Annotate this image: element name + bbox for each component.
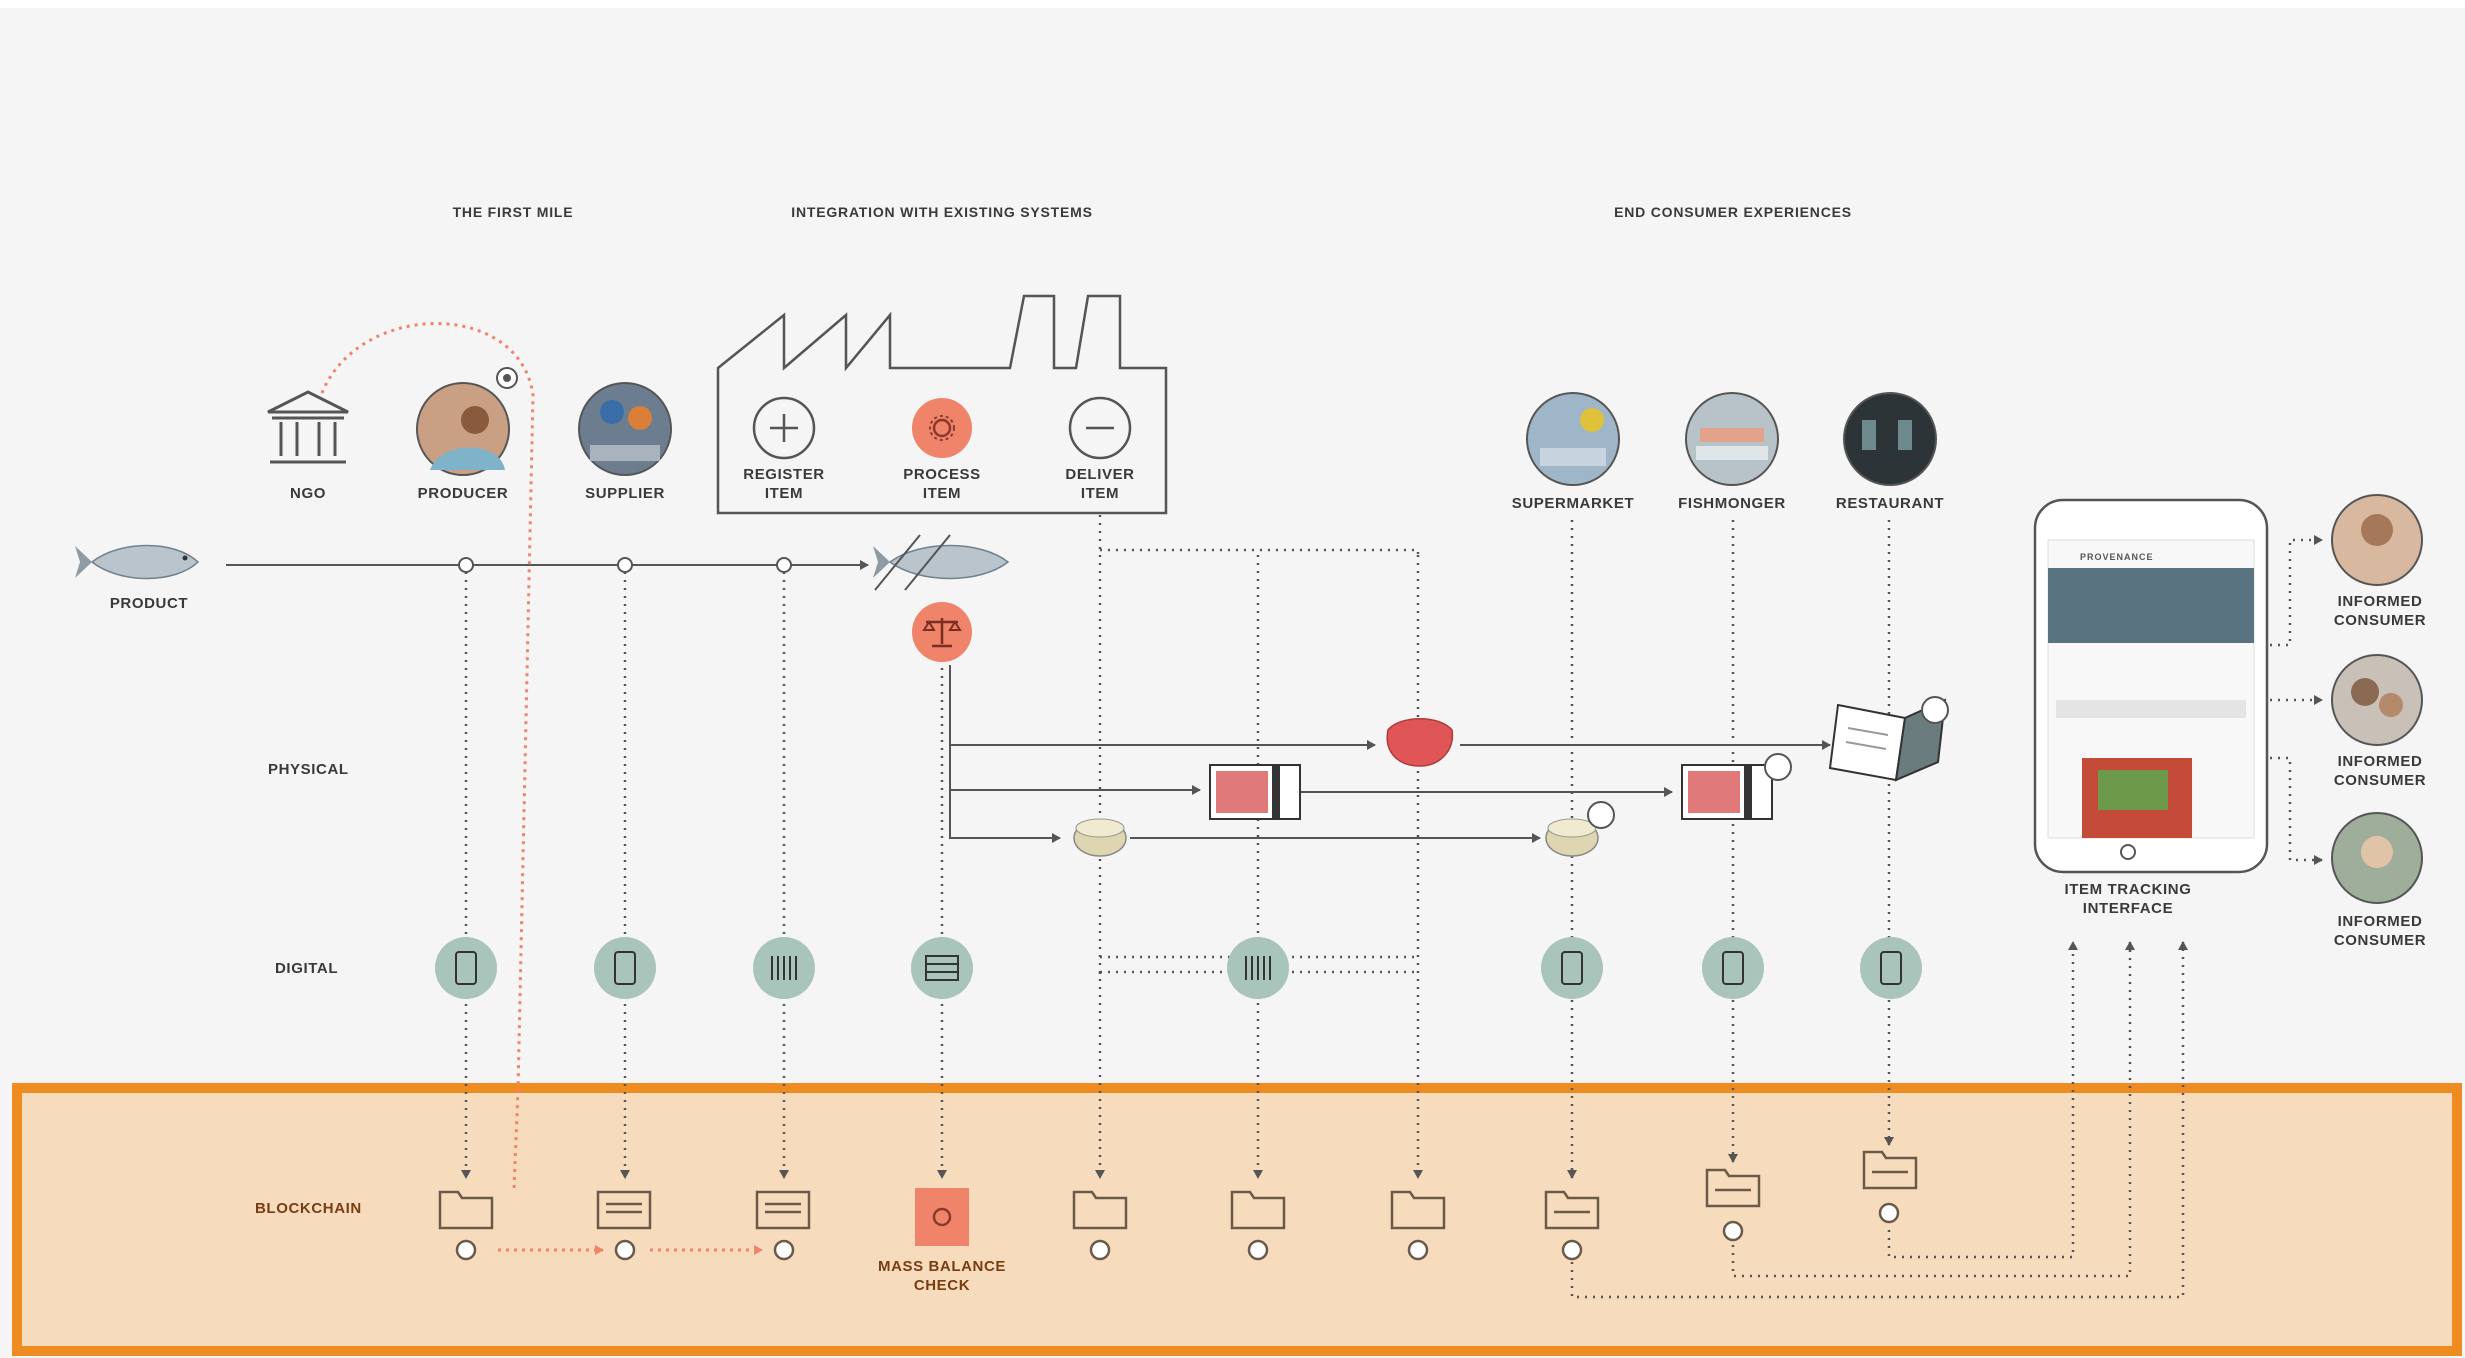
tin-can-icon-2 — [1545, 818, 1599, 857]
label-item-tracking: ITEM TRACKING INTERFACE — [2064, 881, 2192, 917]
label-consumer-3: INFORMED CONSUMER — [2333, 913, 2427, 949]
consumer-photos — [2331, 494, 2423, 904]
tuna-steak-icon — [1386, 718, 1454, 767]
label-process-item: PROCESS ITEM — [903, 466, 981, 502]
packaged-fish-icon — [1209, 764, 1301, 820]
fishmonger-photo — [1685, 392, 1779, 486]
label-product: PRODUCT — [109, 595, 189, 612]
label-ngo: NGO — [290, 485, 326, 502]
section-end-consumer: END CONSUMER EXPERIENCES — [1614, 204, 1852, 220]
row-label-physical: PHYSICAL — [268, 761, 349, 778]
top-band — [0, 0, 2465, 8]
label-producer: PRODUCER — [417, 485, 509, 502]
producer-photo — [416, 382, 510, 476]
digital-to-blockchain-links — [461, 515, 1894, 1179]
producer-node — [458, 557, 474, 573]
minus-icon — [1068, 396, 1132, 460]
fish-icon — [75, 544, 200, 580]
label-consumer-1: INFORMED CONSUMER — [2333, 593, 2427, 629]
ledger-folders — [438, 1150, 1918, 1230]
phone-mockup — [2033, 498, 2269, 874]
scale-icon — [912, 602, 972, 662]
cert-badge-icon — [496, 367, 518, 389]
register-node — [776, 557, 792, 573]
phone-brand: PROVENANCE — [2080, 552, 2154, 562]
label-supermarket: SUPERMARKET — [1511, 495, 1635, 512]
restaurant-photo — [1843, 392, 1937, 486]
gear-icon — [912, 398, 972, 458]
label-supplier: SUPPLIER — [585, 485, 665, 502]
blockchain-band — [12, 1083, 2462, 1356]
speech-bubble-icons — [1587, 696, 1949, 829]
supplier-node — [617, 557, 633, 573]
label-mass-balance: MASS BALANCE CHECK — [877, 1258, 1007, 1294]
label-restaurant: RESTAURANT — [1835, 495, 1945, 512]
bank-icon — [267, 390, 349, 464]
label-fishmonger: FISHMONGER — [1678, 495, 1786, 512]
label-register-item: REGISTER ITEM — [743, 466, 825, 502]
blockchain-to-interface-links — [1570, 535, 2323, 1299]
label-deliver-item: DELIVER ITEM — [1065, 466, 1135, 502]
mass-balance-gear-icon — [915, 1188, 969, 1246]
add-icon — [752, 396, 816, 460]
supermarket-photo — [1526, 392, 1620, 486]
supplier-photo — [578, 382, 672, 476]
physical-flows — [949, 665, 1831, 843]
packaged-fish-icon-2 — [1681, 764, 1773, 820]
label-consumer-2: INFORMED CONSUMER — [2333, 753, 2427, 789]
section-integration: INTEGRATION WITH EXISTING SYSTEMS — [791, 204, 1093, 220]
row-label-blockchain: BLOCKCHAIN — [255, 1200, 362, 1217]
section-first-mile: THE FIRST MILE — [452, 204, 574, 220]
crossed-fish-icon — [873, 534, 1010, 591]
row-label-digital: DIGITAL — [275, 960, 339, 977]
tin-can-icon — [1073, 818, 1127, 857]
factory-outline — [716, 294, 1168, 515]
digital-icons — [435, 937, 1922, 999]
certificate-icons — [455, 1202, 1900, 1261]
